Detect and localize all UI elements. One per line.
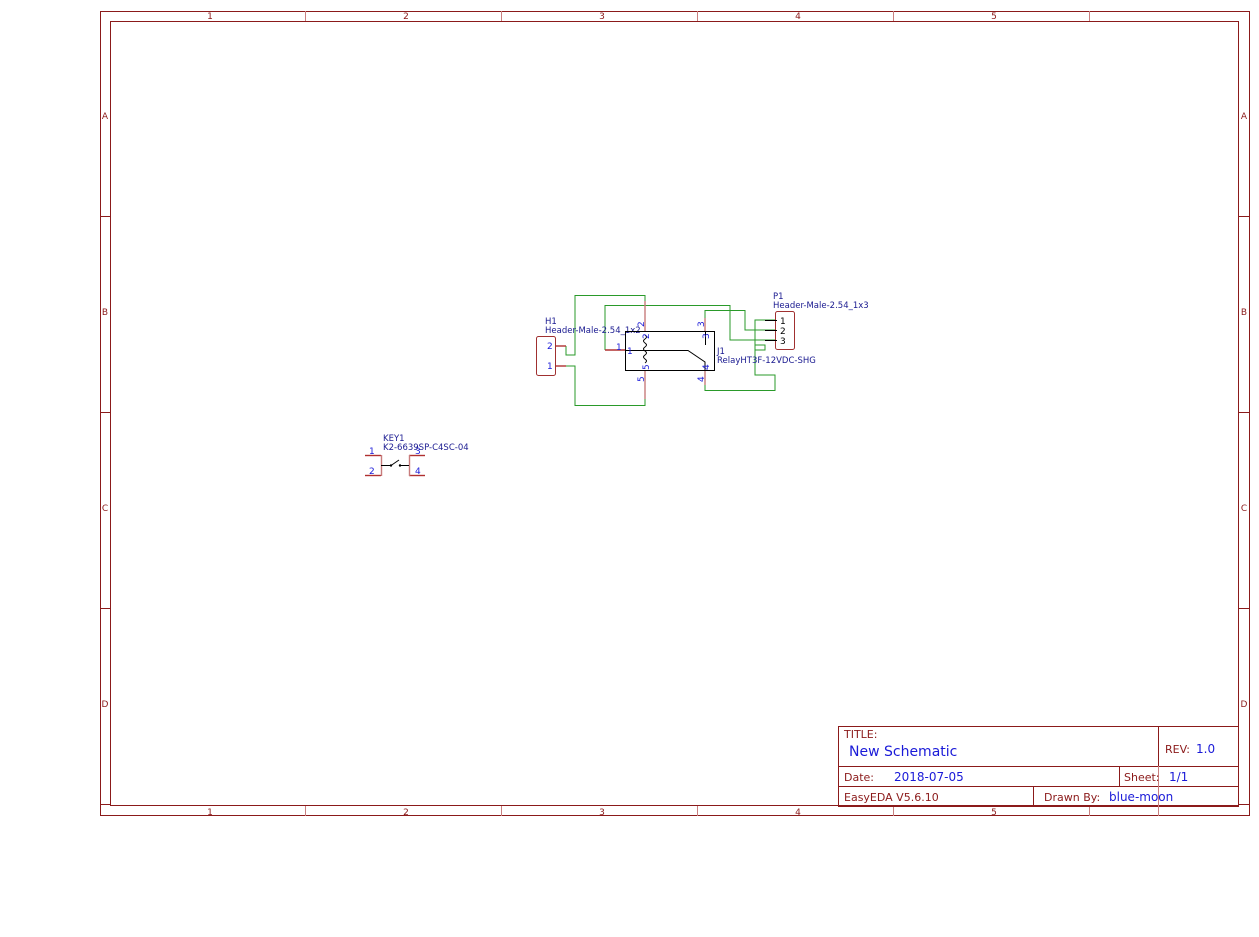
h1-part-name: Header-Male-2.54_1x2	[545, 326, 641, 336]
j1-pin-4-outer: 4	[697, 376, 707, 382]
outer-border	[100, 11, 1250, 816]
col-label-top: 5	[991, 12, 997, 22]
col-label-bottom: 2	[403, 808, 409, 818]
p1-designator: P1	[773, 292, 784, 302]
key1-designator: KEY1	[383, 434, 405, 444]
p1-part-name: Header-Male-2.54_1x3	[773, 301, 869, 311]
component-p1[interactable]: 1 2 3 P1 Header-Male-2.54_1x3	[765, 292, 869, 350]
sheet-frame: 1 2 3 4 5 1 2 3 4 5 A B C D A B C D	[100, 11, 1250, 818]
row-label-right: D	[1241, 700, 1248, 710]
sheet-label: Sheet:	[1124, 771, 1160, 784]
wire-h1p1-j1p5[interactable]	[566, 365, 646, 406]
row-label-right: C	[1241, 504, 1247, 514]
row-label-left: B	[102, 308, 108, 318]
row-label-left: A	[102, 112, 109, 122]
row-label-left: D	[102, 700, 109, 710]
key1-pin-1-label: 1	[369, 447, 375, 457]
relay-switch-icon	[625, 350, 706, 371]
inner-border	[110, 21, 1239, 806]
drawn-by-value: blue-moon	[1109, 790, 1173, 804]
key1-pin-3-label: 3	[415, 447, 421, 457]
p1-pin-1-label: 1	[780, 317, 786, 327]
j1-designator: J1	[716, 347, 725, 357]
h1-pin-1-label: 1	[547, 362, 553, 372]
relay-coil-icon	[643, 334, 647, 364]
pushbutton-switch-icon	[381, 459, 409, 467]
component-key1[interactable]: 1 2 3 4 KEY1 K2-6639SP-C4SC-04	[365, 434, 469, 477]
col-label-bottom: 1	[207, 808, 213, 818]
rev-value: 1.0	[1196, 742, 1215, 756]
p1-pin-2-label: 2	[780, 327, 786, 337]
col-label-bottom: 4	[795, 808, 801, 818]
j1-pin-3-outer: 3	[697, 321, 707, 327]
h1-designator: H1	[545, 317, 557, 327]
row-label-left: C	[102, 504, 108, 514]
software-version: EasyEDA V5.6.10	[844, 791, 939, 804]
h1-pin-2-label: 2	[547, 342, 553, 352]
rev-label: REV:	[1165, 743, 1190, 756]
wire-h1p2-j1p2[interactable]	[565, 295, 646, 356]
drawn-by-label: Drawn By:	[1044, 791, 1100, 804]
row-label-right: B	[1241, 308, 1247, 318]
component-j1-relay[interactable]: 1 1 2 2 3 3 5 5 4 4 J1 RelayHT3F-12VDC-S…	[605, 301, 816, 399]
date-value: 2018-07-05	[894, 770, 964, 784]
key1-part-name: K2-6639SP-C4SC-04	[383, 443, 469, 453]
date-label: Date:	[844, 771, 874, 784]
h1-body	[536, 336, 556, 376]
j1-pin-3-inner: 3	[702, 333, 712, 339]
title-block: TITLE: New Schematic REV: 1.0 Date: 2018…	[838, 726, 1239, 816]
title-value: New Schematic	[849, 744, 957, 760]
col-label-top: 4	[795, 12, 801, 22]
col-label-top: 1	[207, 12, 213, 22]
wires	[565, 295, 776, 406]
col-label-bottom: 5	[991, 808, 997, 818]
j1-pin-2-outer: 2	[637, 321, 647, 327]
title-label: TITLE:	[843, 728, 877, 741]
p1-pin-3-label: 3	[780, 337, 786, 347]
wire-p1p1-loop[interactable]	[754, 319, 775, 351]
col-label-top: 3	[599, 12, 605, 22]
col-label-bottom: 3	[599, 808, 605, 818]
component-h1[interactable]: 2 1 H1 Header-Male-2.54_1x2	[536, 317, 641, 376]
key1-pin-2-label: 2	[369, 467, 375, 477]
j1-pin-4-inner: 4	[702, 364, 712, 370]
row-label-right: A	[1241, 112, 1248, 122]
j1-part-name: RelayHT3F-12VDC-SHG	[717, 356, 816, 366]
wire-j1p1-p1p3[interactable]	[604, 305, 775, 351]
key1-pin-4-label: 4	[415, 467, 421, 477]
j1-pin-1-inner: 1	[627, 347, 633, 357]
j1-pin-5-outer: 5	[637, 376, 647, 382]
col-label-top: 2	[403, 12, 409, 22]
j1-pin-5-inner: 5	[642, 364, 652, 370]
wire-p1p1-j1p4[interactable]	[704, 350, 776, 391]
j1-pin-1-outer: 1	[616, 343, 622, 353]
sheet-value: 1/1	[1169, 770, 1188, 784]
j1-pin-2-inner: 2	[642, 333, 652, 339]
